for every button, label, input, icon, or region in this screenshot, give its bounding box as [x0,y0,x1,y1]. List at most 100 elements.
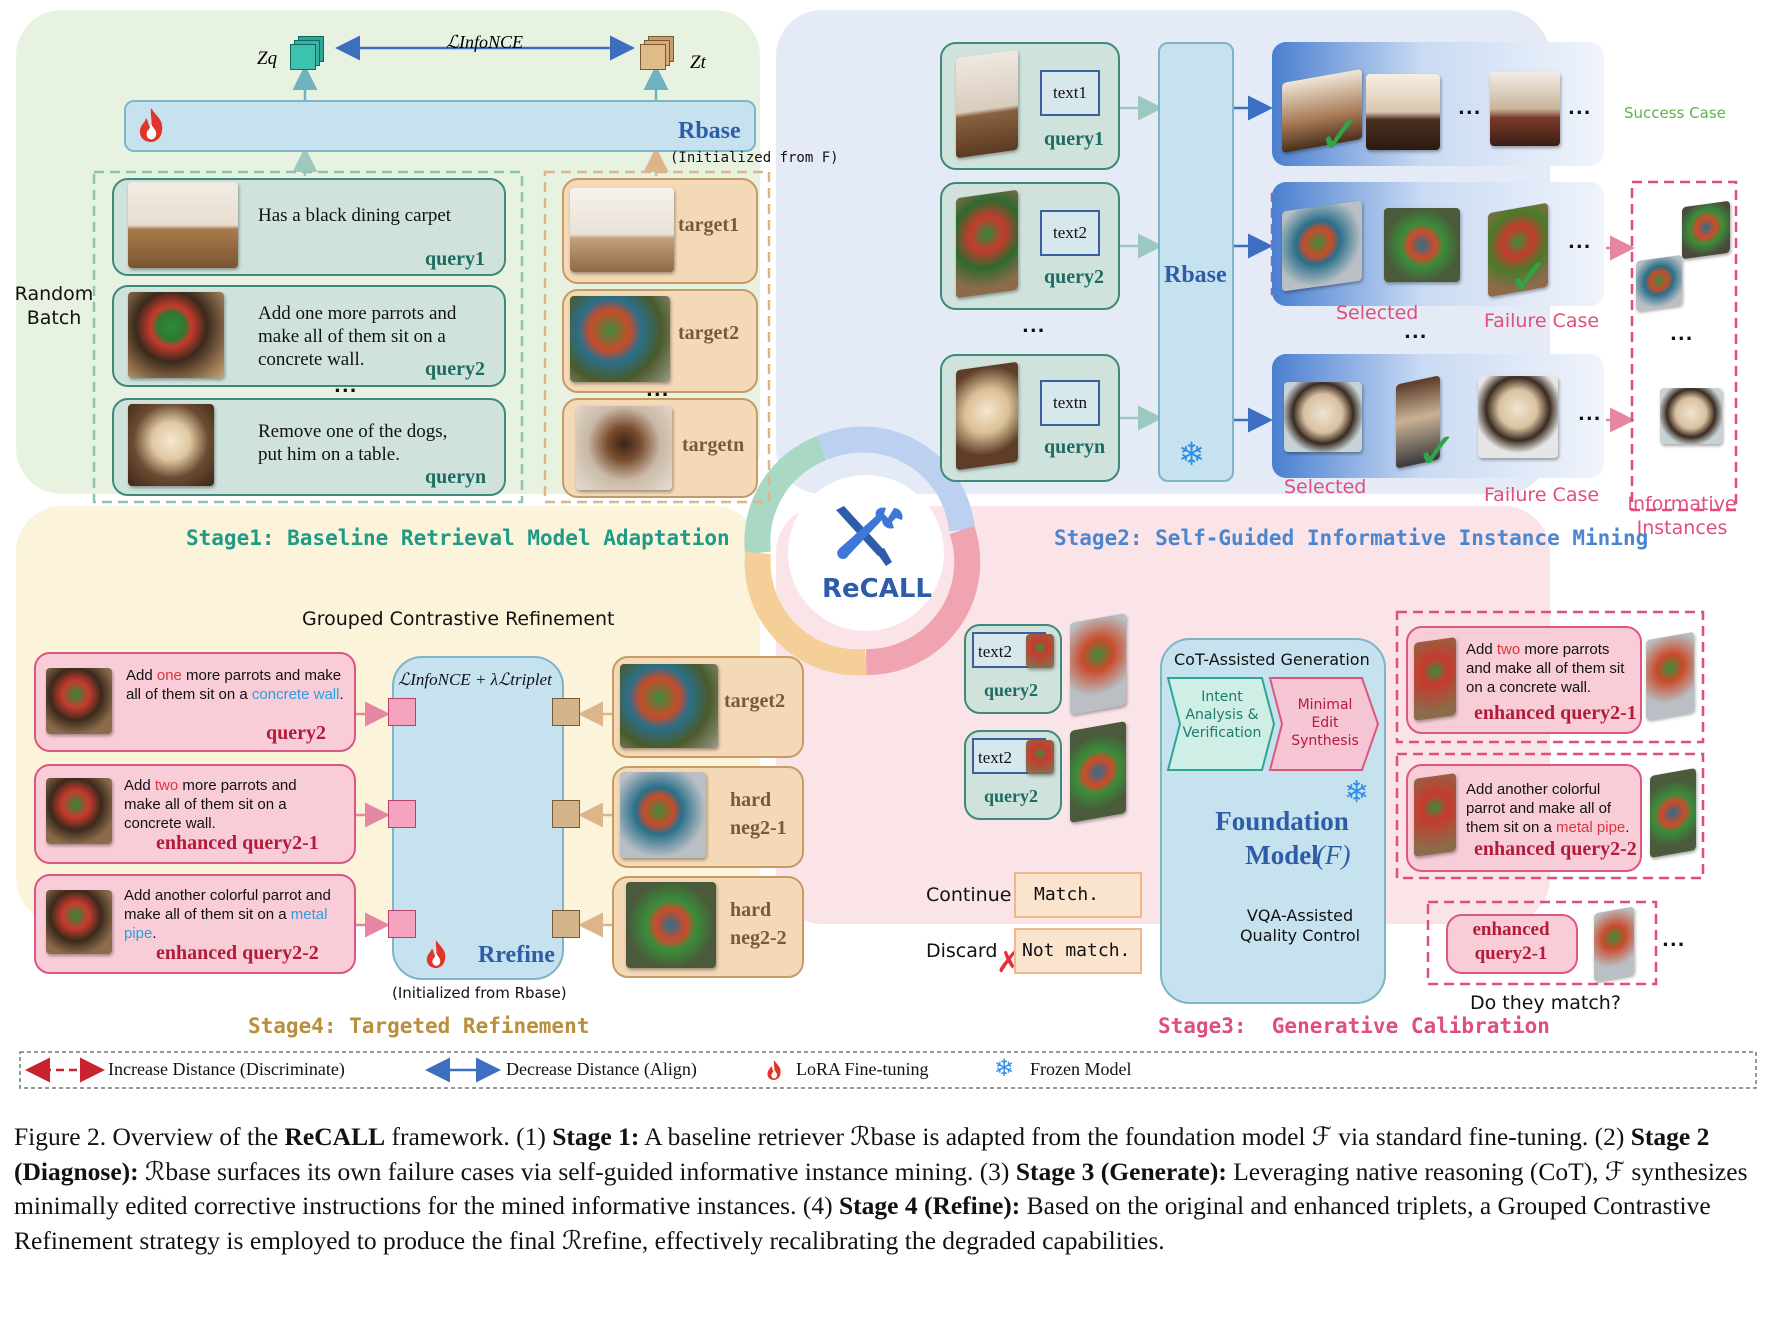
stage3-input-thumb [1026,740,1054,774]
selected-image [1282,200,1362,292]
figure-caption: Figure 2. Overview of the ReCALL framewo… [14,1120,1759,1258]
check-query-label: enhanced query2-1 [1472,919,1550,964]
text-part: more parrots and make all of them sit on… [1466,641,1625,696]
ellipsis: ... [1458,98,1482,119]
tools-icon [826,504,906,572]
text-part: more parrots and make all of them sit on… [124,777,297,832]
legend-increase: Increase Distance (Discriminate) [108,1059,345,1079]
text-part: Add [1466,641,1497,658]
query-text: Remove one of the dogs, put him on a tab… [258,421,448,465]
stage4-query-image [46,890,112,954]
caption-bold: Stage 2 (Diagnose): [14,1122,1710,1186]
legend-decrease: Decrease Distance (Align) [506,1059,697,1079]
result-image [1478,376,1558,458]
query-image-dogs [128,404,214,486]
foundation-model-f: (F) [1316,840,1351,870]
text-part: . [1625,819,1630,836]
target-image-dog [576,406,672,490]
selected-image [1284,382,1362,452]
stage2-query-image [956,189,1018,299]
stage3-input-label: query2 [984,680,1038,700]
stage4-query-label: enhanced query2-1 [156,832,319,854]
cot-chevrons [1166,677,1380,771]
informative-image [1682,200,1730,260]
stage2-query-label: queryn [1044,436,1106,458]
grouped-loss-label: ℒInfoNCE + λℒtriplet [398,670,552,689]
text-part: Add another colorful parrot and make all… [124,887,331,923]
enhanced-query-thumb [1414,637,1456,721]
stage4-header: Grouped Contrastive Refinement [302,608,615,630]
stage4-query-text: Add another colorful parrot and make all… [124,886,334,943]
stage2-text-box: text1 [1040,70,1100,116]
stage3-target-image [1070,721,1126,823]
result-image [1366,74,1440,150]
target-image-parrots [570,296,670,382]
highlight-word: one [156,667,182,684]
selected-image [1384,208,1460,282]
discard-label: Discard [926,940,998,962]
not-match-box [1014,928,1142,974]
caption-bold: Stage 3 (Generate): [1015,1156,1227,1186]
text-token: text2 [978,748,1012,767]
rrefine-label: Rrefine [478,942,555,968]
random-batch-label: Random Batch [14,283,94,329]
stage4-target-image [620,664,718,748]
caption-part: framework. (1) [385,1122,553,1151]
zq-feature-stack [290,36,326,72]
ellipsis: ... [1404,322,1428,343]
foundation-model-label: Foundation Model [1215,806,1349,870]
frozen-snowflake-icon: ❄ [1344,775,1370,810]
stage1-title: Stage1: Baseline Retrieval Model Adaptat… [186,526,730,550]
ellipsis: ... [1670,324,1694,345]
match-text: Match. [1034,884,1100,905]
frozen-snowflake-icon: ❄ [1178,435,1205,473]
failure-case-label: Failure Case [1484,310,1600,332]
stage4-query-image [46,778,112,844]
continue-label: Continue [926,884,1012,906]
query-embedding [388,698,416,726]
check-query-card [1446,914,1578,974]
not-match-text: Not match. [1022,940,1131,961]
legend-lora: LoRA Fine-tuning [796,1059,929,1079]
minimal-edit-step: Minimal Edit Synthesis [1291,697,1359,749]
query-text: Add one more parrots and make all of the… [258,303,457,370]
stage4-query-label: enhanced query2-2 [156,942,319,964]
text-part: . [152,925,157,942]
enhanced-query-label: enhanced query2-2 [1474,838,1637,860]
init-note: (Initialized from F) [670,150,839,166]
stage3-input-thumb [1026,634,1054,668]
selected-label: Selected [1284,476,1367,498]
rrefine-init-note: (Initialized from Rbase) [392,984,567,1002]
zt-feature-stack [640,36,676,72]
target-label: targetn [682,434,745,456]
caption-part: Figure 2. Overview of the [14,1122,285,1151]
highlight-word: two [1496,641,1521,658]
stage2-text-box: textn [1040,380,1100,426]
stage4-query-text: Add two more parrots and make all of the… [124,776,324,833]
highlight-phrase: metal pipe [124,906,328,942]
informative-instances-label: Informative Instances [1627,493,1737,539]
rrefine-model-block [392,656,564,980]
caption-part: ℛbase surfaces its own failure cases via… [138,1156,1016,1186]
stage4-query-label: query2 [266,722,326,744]
caption-part: Leveraging native reasoning (CoT), ℱ syn… [14,1156,1748,1221]
stage4-hardneg-label: hard neg2-2 [730,899,787,949]
vqa-control: VQA-Assisted Quality Control [1239,906,1361,945]
highlight-phrase: concrete wall [251,686,340,703]
checkmark-icon: ✓ [1416,422,1458,480]
lora-fire-icon [134,106,168,148]
ellipsis: ... [1022,316,1046,337]
selected-label: Selected [1336,302,1419,324]
text-part: Add another colorful parrot and make all… [1466,781,1612,836]
checkmark-icon: ✓ [1318,106,1362,166]
enhanced-target-image [1650,767,1696,859]
target-embedding [552,910,580,938]
query-image-dining [128,182,238,268]
stage2-text-box: text2 [1040,210,1100,256]
ellipsis: ... [334,376,358,397]
caption-bold: Stage 4 (Refine): [838,1191,1021,1220]
informative-image [1660,388,1722,444]
ellipsis: ... [1578,404,1602,425]
stage4-query-image [46,668,112,734]
enhanced-query-label: enhanced query2-1 [1474,702,1637,724]
